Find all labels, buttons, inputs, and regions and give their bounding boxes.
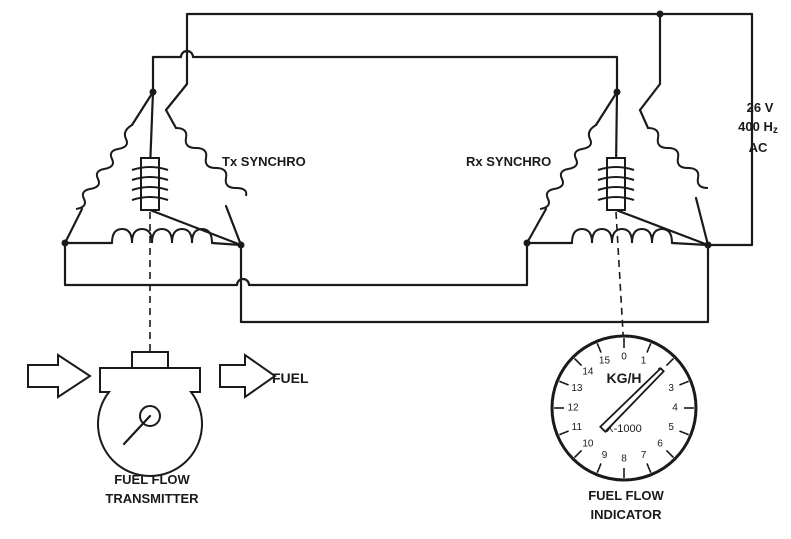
fuel-flow-transmitter: FUEL FUEL FLOW TRANSMITTER: [27, 351, 309, 506]
dial-number: 1: [641, 356, 647, 367]
dial-multiplier-label: X-1000: [606, 423, 641, 435]
transmitter-label-line2: TRANSMITTER: [105, 491, 199, 506]
dial-number: 7: [641, 450, 647, 461]
dial-pointer: [599, 367, 665, 433]
tx-rotor-lead: [164, 43, 189, 112]
dial-numbers: 0123456789101112131415: [567, 352, 678, 465]
dial-tick: [596, 463, 602, 473]
dial-tick: [559, 430, 569, 436]
dial-units-label: KG/H: [607, 370, 642, 386]
supply-wire-top: [185, 12, 662, 112]
dial-number: 15: [599, 356, 611, 367]
dial-number: 11: [572, 422, 583, 433]
dial-number: 12: [567, 403, 579, 414]
stator-wire-bottom: [239, 243, 710, 324]
rx-synchro-label: Rx SYNCHRO: [466, 154, 551, 169]
dial-tick: [646, 343, 652, 353]
dial-ticks: [554, 338, 694, 478]
supply-label: 26 V 400 Hz AC: [738, 100, 778, 155]
dial-number: 14: [582, 367, 594, 378]
rx-synchro: Rx SYNCHRO: [466, 10, 712, 249]
dial-tick: [559, 380, 569, 386]
supply-frequency-main: 400 H: [738, 119, 773, 134]
dial-tick: [596, 343, 602, 353]
tx-synchro: Tx SYNCHRO: [61, 88, 306, 249]
dial-number: 0: [621, 352, 627, 363]
dial-tick: [665, 449, 675, 459]
inlet-arrow-icon: [27, 353, 92, 399]
transmitter-label-line1: FUEL FLOW: [114, 472, 190, 487]
dial-number: 4: [672, 403, 678, 414]
stator-wire-top: [151, 49, 619, 94]
dial-tick: [573, 357, 583, 367]
dial-tick: [573, 449, 583, 459]
dial-tick: [679, 380, 689, 386]
supply-frequency-sub: z: [773, 125, 778, 136]
dial-tick: [646, 463, 652, 473]
dial-tick: [665, 357, 675, 367]
dial-number: 8: [621, 454, 627, 465]
indicator-label-line1: FUEL FLOW: [588, 488, 664, 503]
outlet-arrow-icon: [219, 353, 277, 399]
wiring: [63, 12, 754, 324]
rx-shaft-link: [615, 211, 625, 351]
supply-frequency-label: 400 Hz: [738, 119, 778, 136]
dial-number: 6: [657, 439, 663, 450]
dial-number: 13: [571, 383, 583, 394]
dial-number: 10: [582, 439, 594, 450]
supply-wire-right: [658, 12, 754, 247]
dial-tick: [679, 430, 689, 436]
dial-number: 3: [668, 383, 674, 394]
stator-wire-left: [63, 241, 529, 287]
fuel-label: FUEL: [272, 370, 309, 386]
dial-number: 5: [668, 422, 674, 433]
dial-number: 9: [602, 450, 608, 461]
supply-ac-label: AC: [749, 140, 768, 155]
supply-voltage-label: 26 V: [747, 100, 774, 115]
tx-synchro-label: Tx SYNCHRO: [222, 154, 306, 169]
fuel-flow-indicator: 0123456789101112131415 KG/H X-1000 FUEL …: [550, 334, 698, 522]
indicator-label-line2: INDICATOR: [590, 507, 662, 522]
